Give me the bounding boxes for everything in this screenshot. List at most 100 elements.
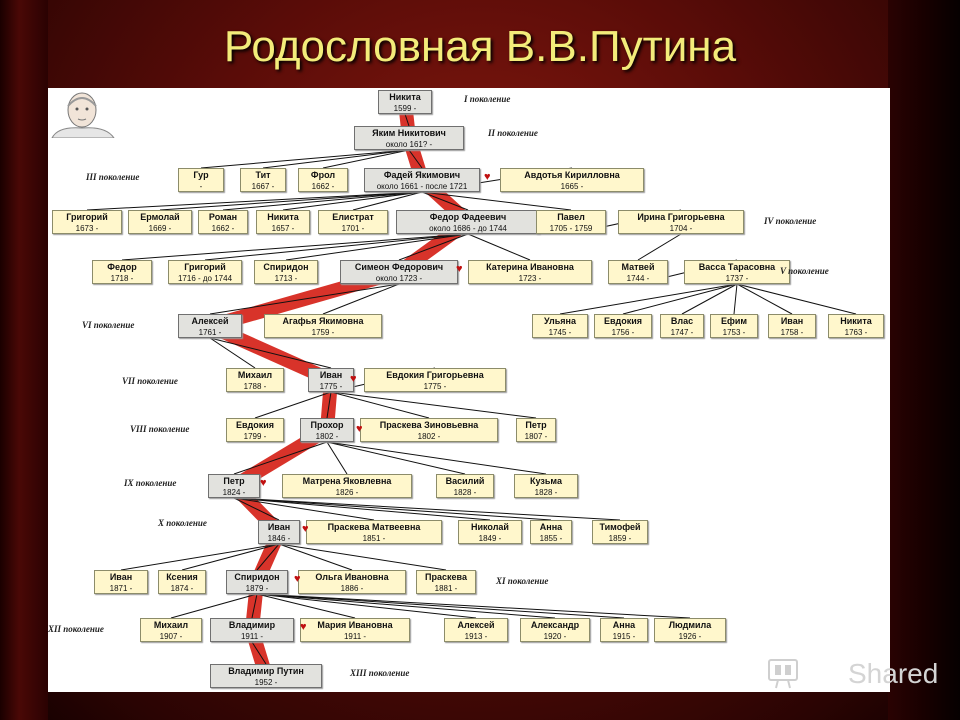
person-name: Ульяна <box>544 316 576 326</box>
person-name: Ирина Григорьевна <box>637 212 725 222</box>
person-name: Катерина Ивановна <box>486 262 574 272</box>
person-years: 1673 - <box>75 224 99 233</box>
family-link <box>326 391 332 419</box>
person-name: Матвей <box>621 262 655 272</box>
person-years: 1871 - <box>109 584 133 593</box>
family-link <box>86 191 423 211</box>
person-years: около 161? - <box>385 140 433 149</box>
person-name: Людмила <box>668 620 712 630</box>
generation-label: III поколение <box>86 172 140 182</box>
family-link <box>262 149 410 169</box>
family-link <box>233 441 328 475</box>
person-name: Александр <box>530 620 580 630</box>
person-name: Василий <box>445 476 485 486</box>
family-link <box>256 593 691 619</box>
person-node: Михаил 1907 - <box>140 618 202 642</box>
person-years: 1705 - 1759 <box>549 224 593 233</box>
person-name: Павел <box>557 212 585 222</box>
generation-label: IV поколение <box>764 216 817 226</box>
person-name: Михаил <box>153 620 189 630</box>
person-name: Федор Фадеевич <box>429 212 507 222</box>
family-link <box>233 497 621 521</box>
person-years: 1920 - <box>543 632 567 641</box>
person-years: 1879 - <box>245 584 269 593</box>
person-years: - <box>199 182 203 191</box>
heart-icon: ♥ <box>302 523 309 535</box>
person-node: Праскева Зиновьевна 1802 - <box>360 418 498 442</box>
family-link <box>322 283 400 315</box>
family-link <box>559 283 738 315</box>
person-node: Матвей 1744 - <box>608 260 668 284</box>
person-years: 1713 - <box>274 274 298 283</box>
person-years: 1802 - <box>417 432 441 441</box>
person-years: 1907 - <box>159 632 183 641</box>
family-link <box>398 233 469 261</box>
person-name: Гур <box>193 170 209 180</box>
slideshare-watermark: Shared <box>766 654 946 694</box>
family-link <box>421 191 469 211</box>
person-years: 1665 - <box>560 182 584 191</box>
person-years: 1807 - <box>524 432 548 441</box>
family-link <box>200 149 410 169</box>
family-link <box>421 191 572 211</box>
person-name: Никита <box>840 316 872 326</box>
family-link <box>404 113 410 127</box>
person-years: 1846 - <box>267 534 291 543</box>
person-years: 1874 - <box>170 584 194 593</box>
person-name: Мария Ивановна <box>317 620 393 630</box>
family-link <box>209 283 400 315</box>
person-years: около 1723 - <box>375 274 423 283</box>
family-link <box>733 283 738 315</box>
heart-icon: ♥ <box>484 171 491 183</box>
family-link <box>159 191 423 211</box>
person-name: Иван <box>267 522 291 532</box>
family-link <box>330 391 537 419</box>
heart-icon: ♥ <box>350 373 357 385</box>
family-link <box>326 441 466 475</box>
family-link <box>467 233 531 261</box>
heart-icon: ♥ <box>456 263 463 275</box>
person-years: 1701 - <box>341 224 365 233</box>
person-name: Анна <box>612 620 636 630</box>
person-name: Праскева Зиновьевна <box>379 420 479 430</box>
person-years: 1952 - <box>254 678 278 687</box>
person-years: 1744 - <box>626 274 650 283</box>
generation-label: VIII поколение <box>130 424 190 434</box>
person-name: Никита <box>389 92 421 102</box>
person-years: 1662 - <box>211 224 235 233</box>
generation-label: IX поколение <box>124 478 177 488</box>
person-name: Петр <box>525 420 547 430</box>
heart-icon: ♥ <box>300 621 307 633</box>
family-link <box>282 191 423 211</box>
family-link <box>204 233 469 261</box>
family-link <box>256 593 356 619</box>
family-link <box>120 543 280 571</box>
family-link <box>681 283 738 315</box>
person-years: 1881 - <box>434 584 458 593</box>
